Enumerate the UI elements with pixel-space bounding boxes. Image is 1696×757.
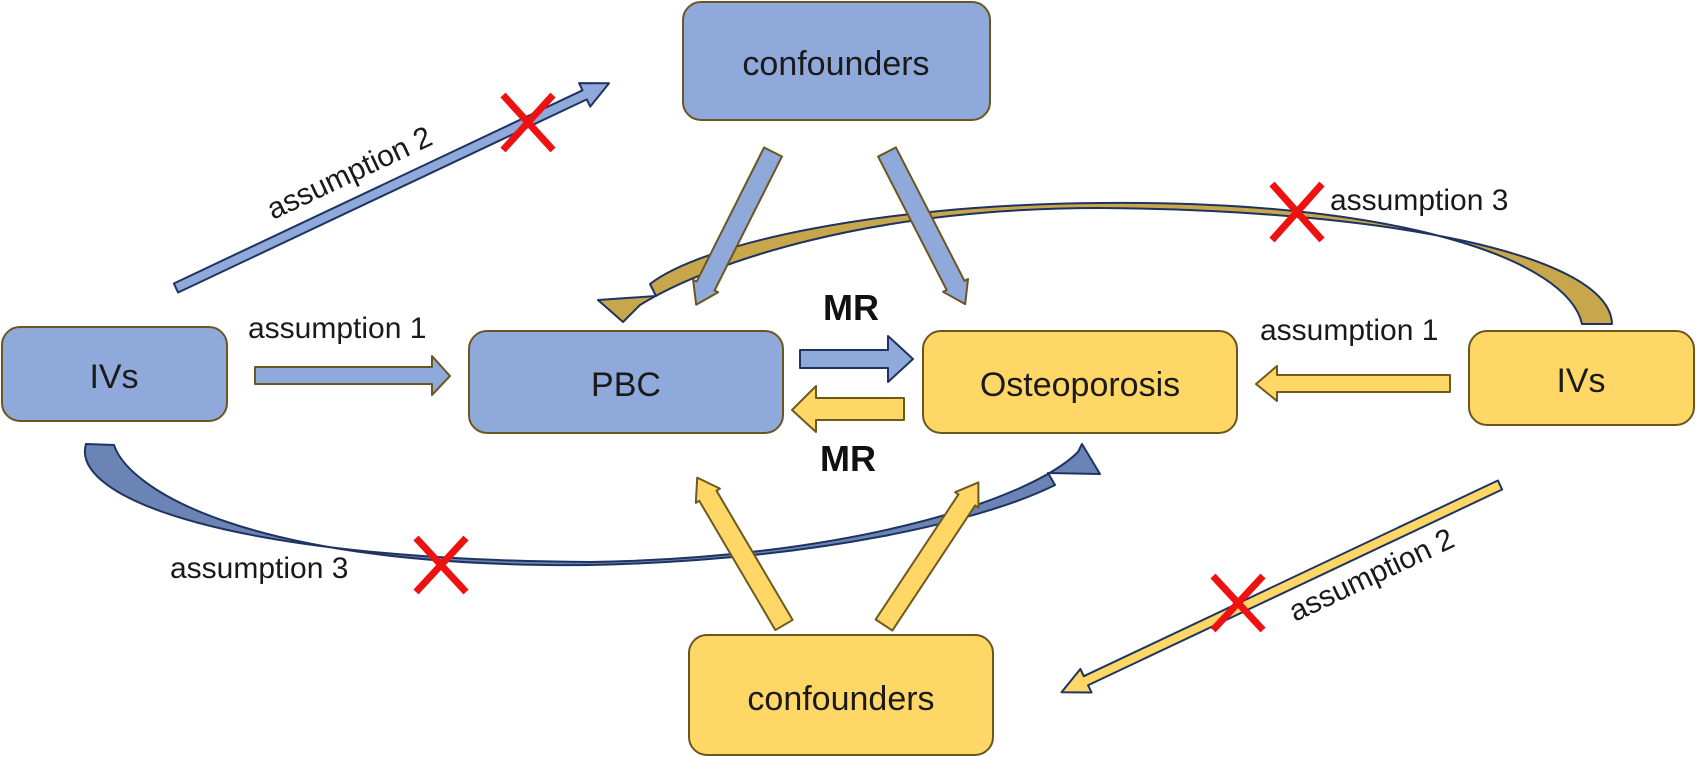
node-ivs-right: IVs [1468, 330, 1695, 426]
node-confounders-top: confounders [682, 1, 991, 121]
node-confounders-bottom: confounders [688, 634, 994, 756]
arrow-ivs-left-to-osteoporosis [83, 443, 1101, 567]
cross-icon [500, 92, 556, 153]
arrow-confounders-top-to-osteoporosis [877, 146, 970, 306]
left-assumption-3-label: assumption 3 [170, 552, 348, 585]
right-assumption-3-label: assumption 3 [1330, 184, 1508, 217]
node-label: IVs [1556, 362, 1605, 400]
arrow-confounders-top-to-pbc [692, 146, 783, 306]
arrow-ivs-right-to-osteoporosis [1255, 365, 1451, 402]
arrow-ivs-left-to-pbc [254, 355, 451, 396]
right-assumption-1-label: assumption 1 [1260, 314, 1438, 347]
arrow-confounders-bottom-to-osteoporosis [874, 481, 980, 632]
arrow-ivs-right-to-pbc [597, 201, 1613, 325]
node-label: confounders [742, 45, 929, 83]
cross-icon [413, 535, 469, 595]
cross-icon [1269, 181, 1325, 243]
node-label: confounders [747, 680, 934, 718]
node-ivs-left: IVs [1, 326, 228, 422]
arrow-osteoporosis-to-pbc [791, 385, 905, 433]
left-assumption-1-label: assumption 1 [248, 312, 426, 345]
arrow-pbc-to-osteoporosis [799, 335, 914, 383]
node-label: Osteoporosis [980, 366, 1180, 404]
node-label: PBC [591, 366, 661, 404]
node-pbc: PBC [468, 330, 784, 434]
arrow-confounders-bottom-to-pbc [694, 476, 794, 632]
node-label: IVs [89, 358, 138, 396]
node-osteoporosis: Osteoporosis [922, 330, 1238, 434]
mr-forward-label: MR [823, 287, 879, 328]
cross-icon [1210, 573, 1266, 633]
mr-reverse-label: MR [820, 438, 876, 479]
arrow-ivs-right-to-confounders [1060, 479, 1504, 694]
arrow-ivs-left-to-confounders [172, 82, 611, 294]
